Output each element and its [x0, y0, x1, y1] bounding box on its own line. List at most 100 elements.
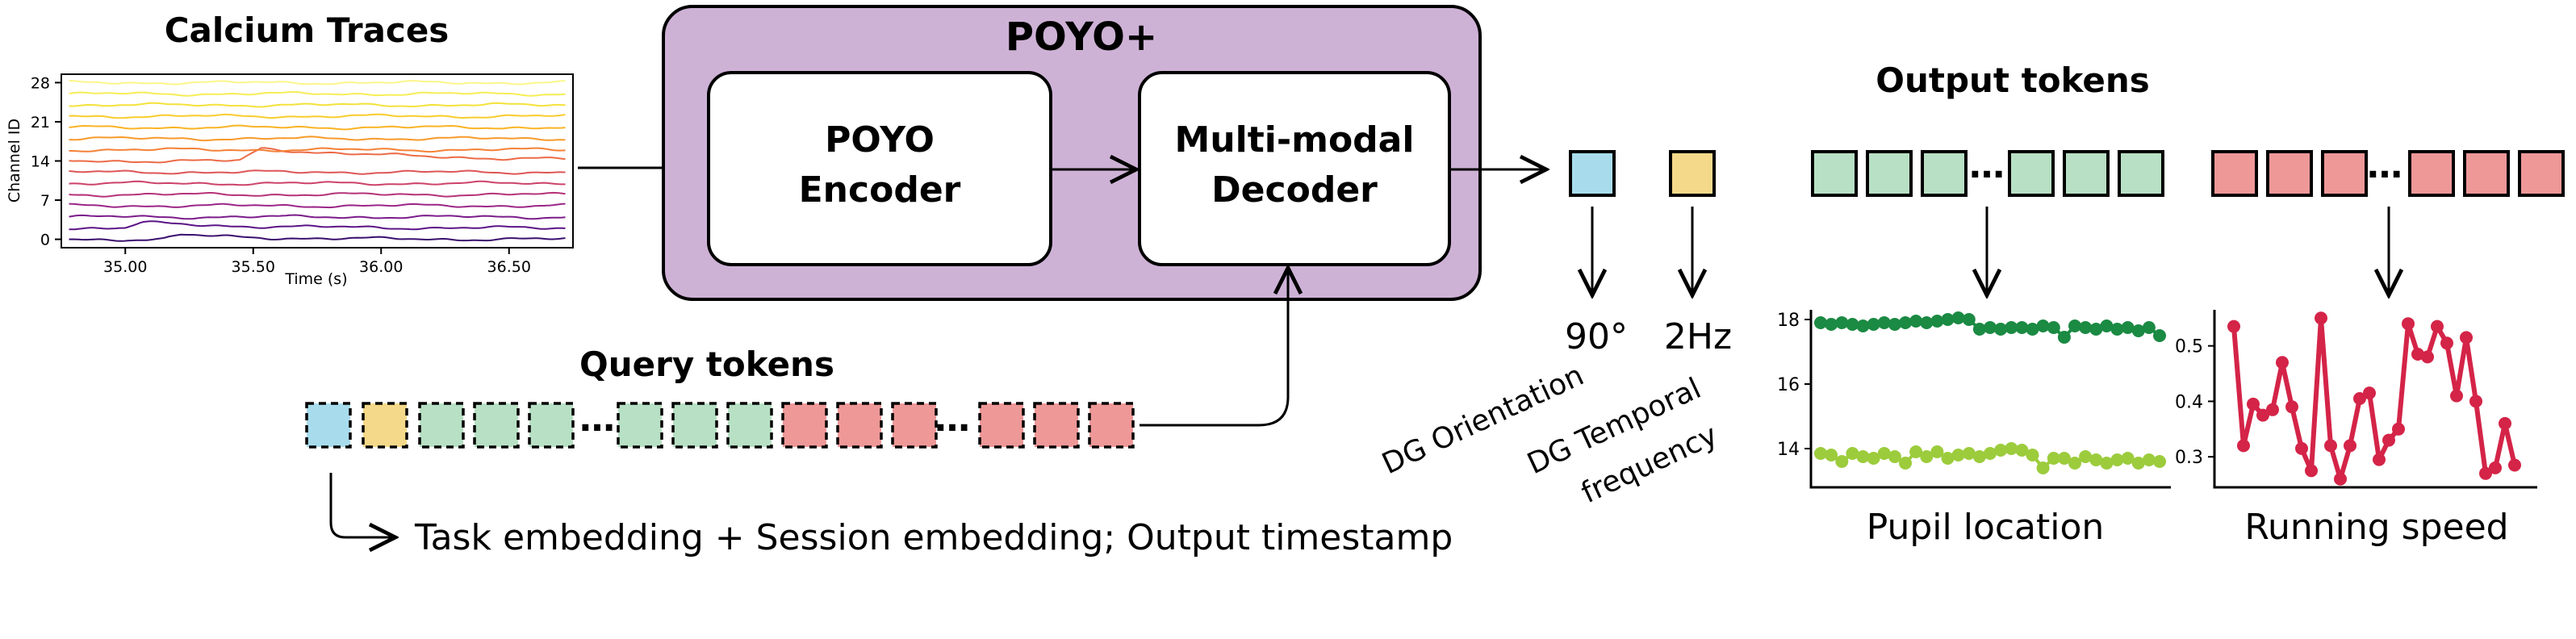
decoder-label-line1: Multi-modal — [1175, 119, 1415, 161]
query-token — [726, 402, 773, 449]
pupil-data-point — [2005, 442, 2018, 455]
pupil-data-point — [1951, 449, 1965, 461]
running-data-point — [2266, 403, 2279, 416]
output-tokens-title: Output tokens — [1876, 61, 2149, 100]
running-output-token — [2266, 150, 2313, 197]
pupil-data-point — [1920, 450, 1934, 463]
calcium-trace-group — [69, 79, 566, 242]
pupil-data-point — [2057, 331, 2071, 344]
pupil-data-point — [1877, 447, 1891, 460]
pupil-data-point — [1941, 313, 1955, 326]
query-token — [671, 402, 718, 449]
running-tokens-ellipsis: … — [2367, 145, 2402, 186]
calcium-trace-line — [69, 147, 566, 164]
running-output-token — [2518, 150, 2565, 197]
running-data-point — [2256, 408, 2269, 422]
pupil-axes — [1809, 310, 2171, 489]
query-token — [473, 402, 520, 449]
running-output-token — [2463, 150, 2510, 197]
query-token — [1088, 402, 1135, 449]
query-token — [891, 402, 938, 449]
pupil-data-point — [1972, 323, 1986, 336]
running-output-token — [2321, 150, 2368, 197]
pupil-output-token — [1866, 150, 1913, 197]
pupil-data-point — [2015, 321, 2029, 334]
running-data-point — [2460, 331, 2473, 345]
calcium-ytick-label: 7 — [40, 192, 50, 210]
output-token-sequence — [1811, 150, 2565, 197]
pupil-data-point — [2068, 320, 2081, 332]
pupil-data-point — [2153, 455, 2166, 468]
pupil-data-point — [2110, 453, 2124, 466]
pupil-data-point — [1888, 450, 1901, 463]
running-data-point — [2499, 416, 2511, 430]
arrow-query-to-decoder — [1140, 268, 1288, 427]
query-tokens-title: Query tokens — [579, 345, 834, 384]
pupil-tokens-ellipsis: … — [1969, 145, 2005, 186]
running-data-point — [2508, 458, 2521, 472]
pupil-data-point — [2089, 323, 2103, 336]
pupil-data-point — [1835, 316, 1849, 329]
calcium-trace-line — [69, 136, 566, 142]
calcium-xlabel: Time (s) — [284, 270, 347, 288]
running-data-point — [2479, 466, 2492, 480]
query-token — [836, 402, 883, 449]
pupil-data-point — [2036, 461, 2050, 474]
running-data-point — [2440, 336, 2453, 350]
calcium-xtick-label: 35.00 — [103, 258, 147, 276]
query-token — [362, 402, 408, 449]
running-data-point — [2373, 453, 2386, 466]
calcium-xtick-label: 36.00 — [359, 258, 403, 276]
running-data-point — [2402, 317, 2415, 331]
running-data-point — [2334, 472, 2347, 486]
running-ytick-label: 0.3 — [2175, 448, 2203, 468]
running-axes — [2213, 310, 2537, 489]
running-data-point — [2344, 439, 2356, 453]
running-data-point — [2247, 397, 2260, 411]
pupil-series-group — [1814, 311, 2166, 474]
pupil-data-point — [2089, 453, 2103, 466]
pupil-data-point — [1984, 447, 1997, 460]
pupil-data-point — [1994, 323, 2008, 336]
running-data-point — [2227, 320, 2240, 333]
pupil-data-point — [2036, 320, 2050, 332]
pupil-data-point — [2057, 452, 2071, 465]
pupil-data-point — [1972, 450, 1986, 463]
query-token — [978, 402, 1025, 449]
running-data-point — [2363, 386, 2376, 400]
running-data-point — [2353, 392, 2366, 405]
query-token — [528, 402, 575, 449]
pupil-data-point — [2047, 452, 2060, 465]
pupil-data-point — [1846, 318, 1859, 331]
calcium-xtick-label: 35.50 — [232, 258, 275, 276]
calcium-trace-line — [69, 124, 566, 131]
pupil-ytick-label: 16 — [1777, 375, 1800, 395]
calcium-trace-line — [69, 147, 566, 153]
caption-arrow — [329, 473, 395, 537]
running-data-point — [2276, 356, 2289, 370]
pupil-data-point — [1962, 447, 1976, 460]
running-data-point — [2469, 395, 2482, 408]
calcium-trace-line — [69, 214, 566, 220]
dg-orientation-token — [1569, 150, 1616, 197]
running-output-token — [2408, 150, 2455, 197]
pupil-data-point — [2068, 457, 2081, 470]
calcium-xtick-label: 36.50 — [487, 258, 531, 276]
running-data-point — [2382, 433, 2395, 447]
running-data-point — [2392, 422, 2405, 436]
running-speed-label: Running speed — [2244, 507, 2508, 548]
pupil-data-point — [2015, 444, 2029, 457]
calcium-title: Calcium Traces — [165, 10, 450, 50]
pupil-output-token — [1811, 150, 1858, 197]
pupil-data-point — [1867, 318, 1880, 331]
dg-temporal-token — [1669, 150, 1716, 197]
calcium-trace-line — [69, 169, 566, 175]
pupil-data-point — [1867, 452, 1880, 465]
calcium-ytick-label: 21 — [31, 114, 50, 132]
encoder-block — [707, 71, 1052, 266]
running-data-point — [2450, 389, 2463, 403]
